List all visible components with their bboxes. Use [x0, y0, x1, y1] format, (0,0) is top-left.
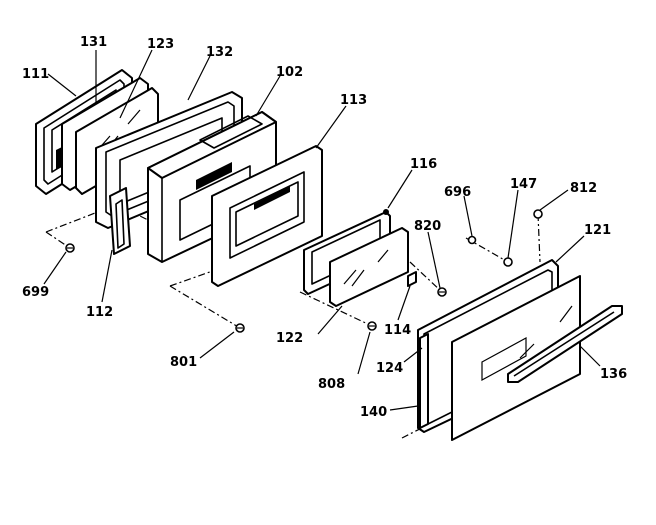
callout-132: 132 — [206, 45, 233, 60]
callout-696: 696 — [444, 185, 471, 200]
callout-801: 801 — [170, 355, 197, 370]
callout-121: 121 — [584, 223, 611, 238]
callout-114: 114 — [384, 323, 411, 338]
screw-820 — [437, 287, 447, 297]
screw-699 — [65, 243, 75, 253]
callout-113: 113 — [340, 93, 367, 108]
callout-131: 131 — [80, 35, 107, 50]
part-124-trim-strip — [419, 333, 429, 429]
callout-116: 116 — [410, 157, 437, 172]
callout-122: 122 — [276, 331, 303, 346]
part-102-insulation-box — [147, 111, 277, 263]
callout-124: 124 — [376, 361, 403, 376]
leader-lines — [43, 49, 601, 411]
callout-112: 112 — [86, 305, 113, 320]
callout-136: 136 — [600, 367, 627, 382]
part-114-clip — [407, 271, 417, 287]
callout-111: 111 — [22, 67, 49, 82]
part-122-inner-glass — [329, 227, 409, 307]
callout-147: 147 — [510, 177, 537, 192]
callout-808: 808 — [318, 377, 345, 392]
screw-147 — [503, 257, 513, 267]
part-121-outer-glass — [451, 275, 581, 441]
callout-812: 812 — [570, 181, 597, 196]
screw-696 — [467, 235, 477, 245]
part-113-inner-panel — [211, 145, 323, 287]
callout-699: 699 — [22, 285, 49, 300]
callout-123: 123 — [147, 37, 174, 52]
callout-140: 140 — [360, 405, 387, 420]
screw-808 — [367, 321, 377, 331]
screw-812 — [533, 209, 543, 219]
part-112-side-bracket — [109, 187, 131, 255]
callout-102: 102 — [276, 65, 303, 80]
callout-labels: 111 131 123 132 102 113 116 696 147 812 … — [22, 35, 627, 420]
screw-801 — [235, 323, 245, 333]
part-136-door-handle — [507, 305, 623, 383]
callout-820: 820 — [414, 219, 441, 234]
screws — [65, 209, 543, 333]
